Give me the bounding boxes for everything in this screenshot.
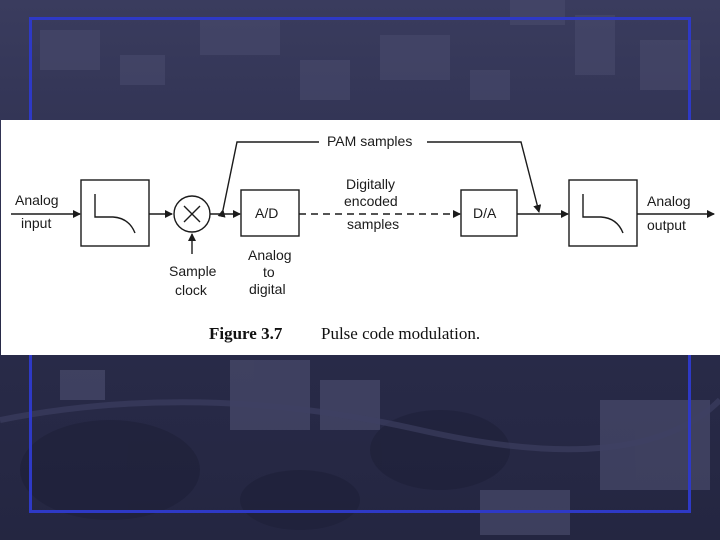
sample-clock-label-line1: Sample [169, 263, 217, 279]
pam-bypass-path-left [217, 141, 319, 218]
analog-input-label-line1: Analog [15, 192, 59, 208]
ad-converter-block [240, 189, 300, 237]
a2d-label-line1: Analog [248, 247, 292, 263]
digital-label-line1: Digitally [346, 176, 395, 192]
sample-clock-label-line2: clock [175, 282, 208, 298]
figure-caption-text: Pulse code modulation. [321, 324, 480, 343]
da-block-label: D/A [473, 205, 497, 221]
a2d-label-line3: digital [249, 281, 286, 297]
analog-output-label-line1: Analog [647, 193, 691, 209]
analog-input-label-line2: input [21, 215, 51, 231]
figure-panel: Analog input Sample clock A/D Analog to … [1, 120, 720, 355]
lowpass-filter-block-2 [568, 179, 638, 247]
ad-block-label: A/D [255, 205, 278, 221]
figure-caption-number: Figure 3.7 [209, 324, 283, 343]
digital-label-line3: samples [347, 216, 399, 232]
filter-response-icon-2 [582, 194, 624, 234]
lowpass-filter-block-1 [80, 179, 150, 247]
pam-samples-label: PAM samples [327, 133, 412, 149]
digital-label-line2: encoded [344, 193, 398, 209]
pcm-block-diagram: Analog input Sample clock A/D Analog to … [11, 133, 715, 343]
filter-response-icon [94, 194, 136, 234]
multiply-icon [183, 205, 201, 223]
da-converter-block [460, 189, 518, 237]
a2d-label-line2: to [263, 264, 275, 280]
pam-bypass-path-right [427, 141, 542, 213]
analog-output-label-line2: output [647, 217, 686, 233]
